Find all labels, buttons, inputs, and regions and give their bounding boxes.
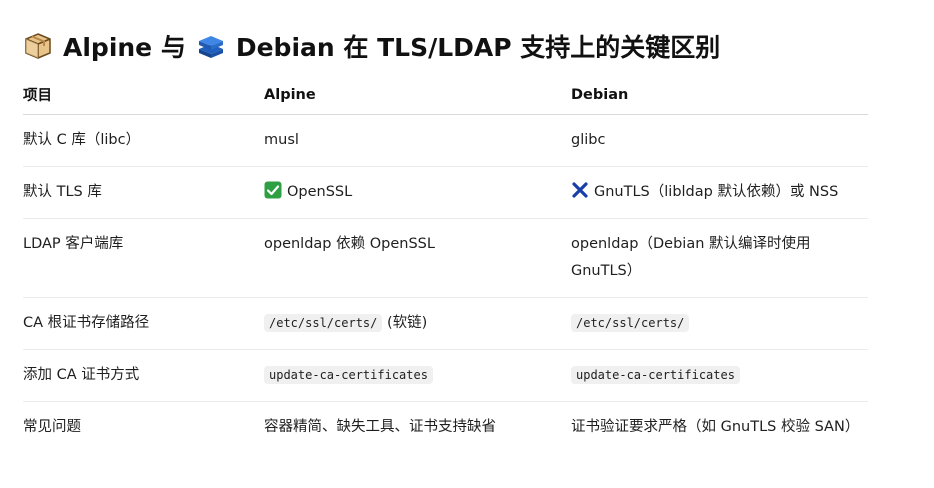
alpine-path-note: (软链) bbox=[382, 315, 428, 331]
check-mark-icon bbox=[264, 181, 282, 199]
table-header-row: 项目 Alpine Debian bbox=[23, 76, 868, 115]
package-box-icon bbox=[23, 31, 53, 61]
cross-mark-icon bbox=[571, 181, 589, 199]
heading-part-alpine: Alpine 与 bbox=[63, 33, 186, 62]
cell-debian: GnuTLS（libldap 默认依赖）或 NSS bbox=[571, 166, 868, 219]
cell-item: CA 根证书存储路径 bbox=[23, 297, 264, 350]
cell-item: LDAP 客户端库 bbox=[23, 218, 264, 298]
cell-item: 常见问题 bbox=[23, 419, 81, 435]
table-row: 常见问题 容器精简、缺失工具、证书支持缺省 证书验证要求严格（如 GnuTLS … bbox=[23, 402, 868, 454]
page-title: Alpine 与 Debian 在 TLS/LDAP 支持上的关键区别 bbox=[23, 28, 720, 64]
cell-alpine: /etc/ssl/certs/ (软链) bbox=[264, 297, 571, 350]
code-snippet: /etc/ssl/certs/ bbox=[264, 314, 383, 332]
cell-item: 默认 C 库（libc） bbox=[23, 114, 264, 167]
column-header-debian: Debian bbox=[571, 76, 868, 115]
cell-alpine: update-ca-certificates bbox=[264, 349, 571, 402]
cell-alpine: OpenSSL bbox=[264, 166, 571, 219]
cell-item: 默认 TLS 库 bbox=[23, 166, 264, 219]
code-snippet: update-ca-certificates bbox=[264, 366, 433, 384]
debian-tls-value: GnuTLS（libldap 默认依赖）或 NSS bbox=[594, 184, 839, 200]
heading-part-debian: Debian 在 TLS/LDAP 支持上的关键区别 bbox=[235, 33, 721, 62]
cell-item: 添加 CA 证书方式 bbox=[23, 349, 264, 402]
column-header-item: 项目 bbox=[23, 76, 264, 115]
code-snippet: update-ca-certificates bbox=[571, 366, 740, 384]
table-row: 默认 TLS 库 OpenSSL bbox=[23, 166, 868, 219]
table-row: 默认 C 库（libc） musl glibc bbox=[23, 114, 868, 167]
cell-alpine: 容器精简、缺失工具、证书支持缺省 bbox=[264, 419, 496, 435]
cell-alpine: openldap 依赖 OpenSSL bbox=[264, 218, 571, 298]
cell-debian: /etc/ssl/certs/ bbox=[571, 297, 868, 350]
table-row: CA 根证书存储路径 /etc/ssl/certs/ (软链) /etc/ssl… bbox=[23, 297, 868, 350]
alpine-tls-value: OpenSSL bbox=[287, 184, 353, 200]
cell-debian: update-ca-certificates bbox=[571, 349, 868, 402]
cell-debian: glibc bbox=[571, 114, 868, 167]
code-snippet: /etc/ssl/certs/ bbox=[571, 314, 690, 332]
column-header-alpine: Alpine bbox=[264, 76, 571, 115]
cell-alpine: musl bbox=[264, 114, 571, 167]
table-row: 添加 CA 证书方式 update-ca-certificates update… bbox=[23, 349, 868, 402]
cell-debian: 证书验证要求严格（如 GnuTLS 校验 SAN） bbox=[571, 419, 860, 435]
cell-debian: openldap（Debian 默认编译时使用 GnuTLS） bbox=[571, 218, 868, 298]
table-row: LDAP 客户端库 openldap 依赖 OpenSSL openldap（D… bbox=[23, 218, 868, 298]
comparison-table: 项目 Alpine Debian 默认 C 库（libc） musl glibc… bbox=[23, 76, 868, 453]
blue-stack-icon bbox=[196, 31, 226, 61]
